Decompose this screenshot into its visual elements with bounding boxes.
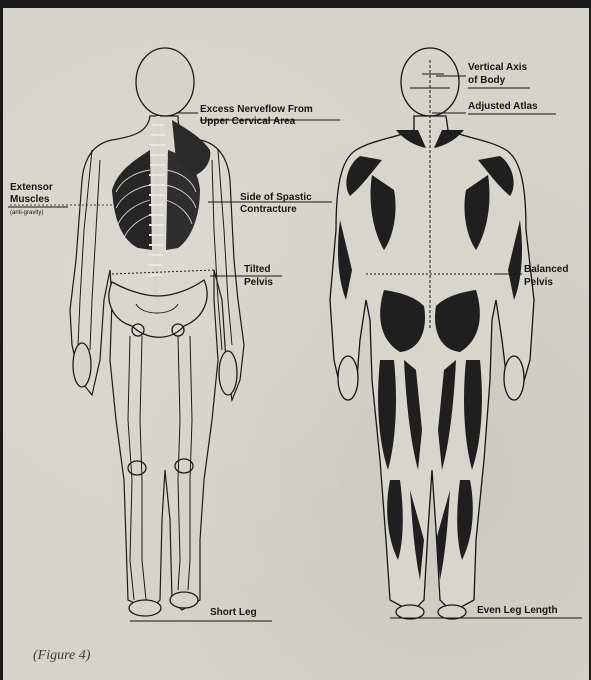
muscle-right-hand bbox=[504, 356, 524, 400]
label-adjusted-atlas: Adjusted Atlas bbox=[468, 101, 538, 112]
label-contracture: Contracture bbox=[240, 204, 297, 215]
label-short-leg: Short Leg bbox=[210, 607, 257, 618]
label-excess-nerveflow-1: Excess Nerveflow From bbox=[200, 104, 313, 115]
label-balanced-pelvis: Pelvis bbox=[524, 277, 553, 288]
label-excess-nerveflow-2: Upper Cervical Area bbox=[200, 116, 295, 127]
label-of-body: of Body bbox=[468, 75, 505, 86]
label-balanced: Balanced bbox=[524, 264, 568, 275]
label-tilted: Tilted bbox=[244, 264, 270, 275]
muscle-right-foot bbox=[438, 605, 466, 619]
label-tilted-pelvis: Pelvis bbox=[244, 277, 273, 288]
tilted-pelvis-line bbox=[112, 270, 214, 274]
label-anti-gravity: (anti-gravity) bbox=[10, 210, 43, 217]
skeleton-right-hand bbox=[219, 351, 237, 395]
skeleton-figure bbox=[10, 48, 244, 616]
skeleton-left-leg bbox=[128, 336, 146, 600]
skeleton-left-arm bbox=[78, 150, 100, 350]
label-side-of-spastic: Side of Spastic bbox=[240, 192, 312, 203]
label-vertical-axis: Vertical Axis bbox=[468, 62, 527, 73]
muscle-figure bbox=[330, 48, 534, 619]
skeleton-right-foot bbox=[170, 592, 198, 608]
label-even-leg-length: Even Leg Length bbox=[477, 605, 558, 616]
skeleton-left-hand bbox=[73, 343, 91, 387]
label-extensor: Extensor bbox=[10, 182, 53, 193]
skeleton-left-foot bbox=[129, 600, 161, 616]
figure-caption: (Figure 4) bbox=[33, 648, 90, 664]
label-muscles: Muscles bbox=[10, 194, 49, 205]
skeleton-skull bbox=[136, 48, 194, 116]
muscle-body-outline bbox=[330, 116, 534, 612]
muscle-left-hand bbox=[338, 356, 358, 400]
skeleton-right-leg bbox=[178, 336, 192, 590]
skeleton-ribcage-shading bbox=[112, 150, 152, 250]
muscle-left-foot bbox=[396, 605, 424, 619]
